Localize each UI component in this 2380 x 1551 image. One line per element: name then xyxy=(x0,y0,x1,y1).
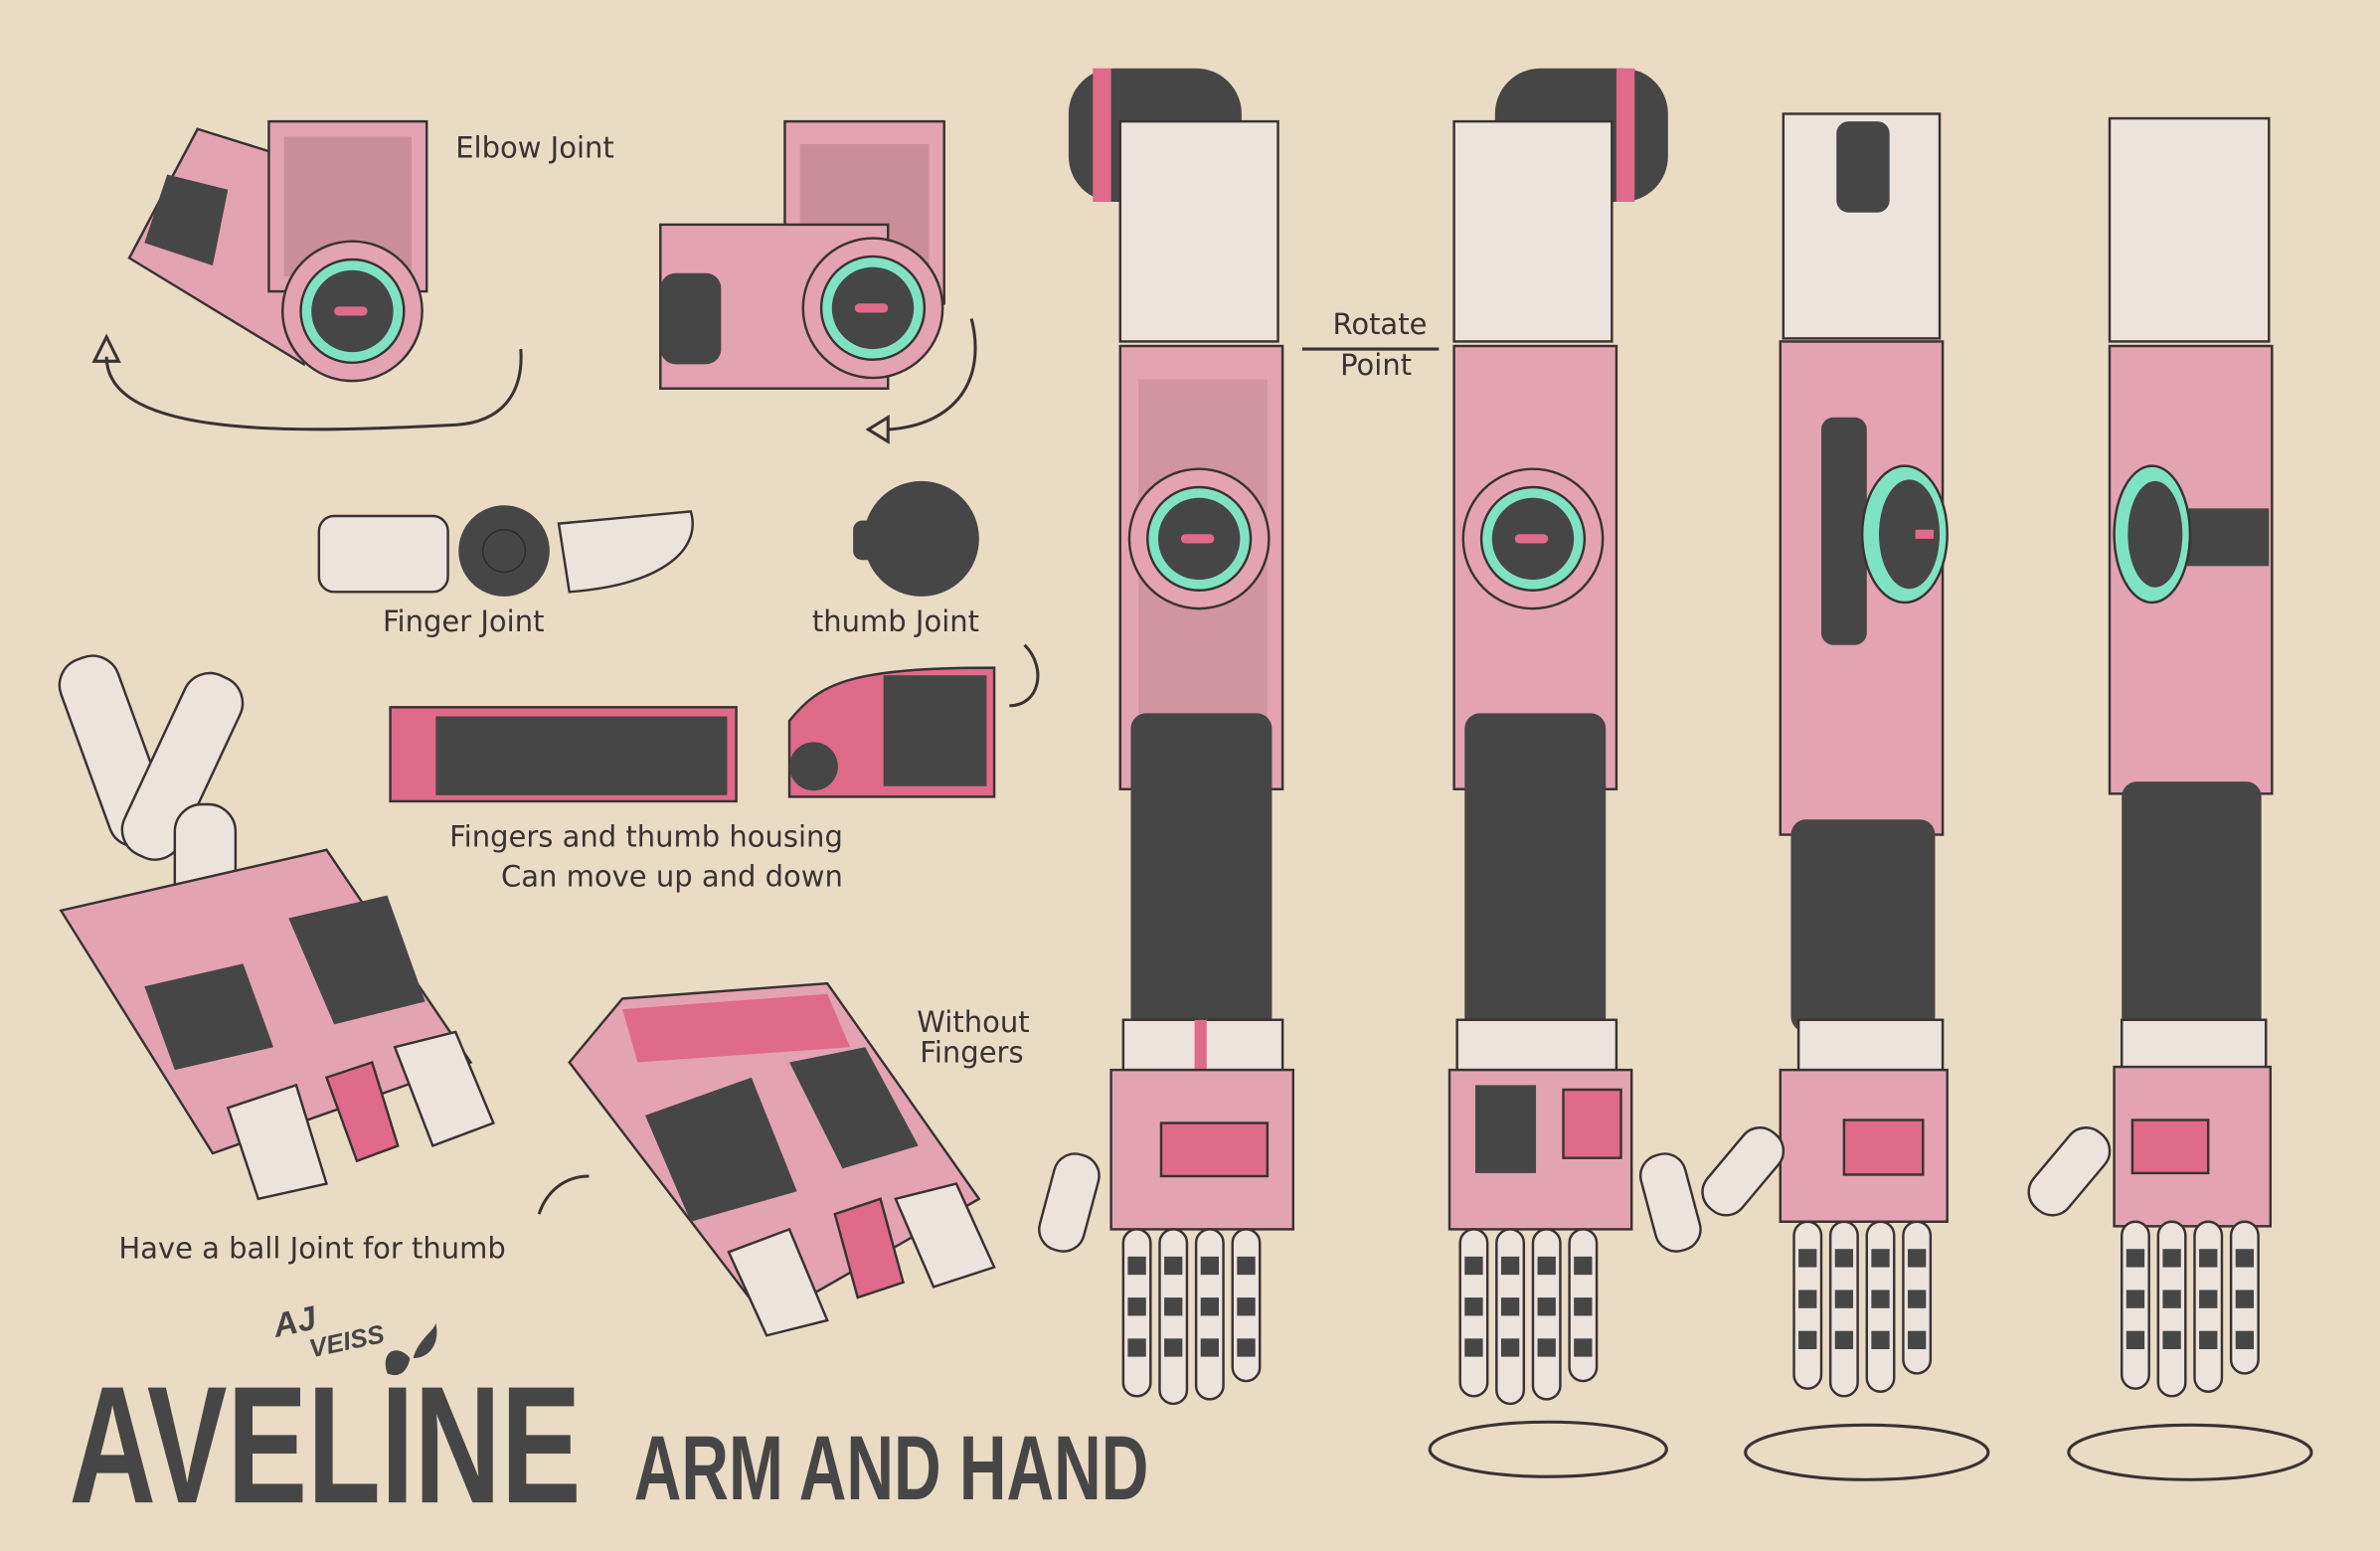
elbow-joint-study-left xyxy=(91,119,523,431)
leaf-logo-icon xyxy=(385,1323,437,1376)
thumb-joint-study xyxy=(853,480,979,597)
arm-view-side-2 xyxy=(2027,116,2313,1481)
without-label: Without xyxy=(917,1005,1029,1039)
housing-label-line2: Can move up and down xyxy=(501,859,843,893)
arrow xyxy=(537,1174,590,1215)
ball-joint-label: Have a ball Joint for thumb xyxy=(118,1231,506,1265)
point-label: Point xyxy=(1340,348,1412,382)
arrow xyxy=(1009,643,1040,708)
finger-joint-label: Finger Joint xyxy=(383,604,545,638)
title-subtitle: ARM AND HAND xyxy=(634,1417,1149,1518)
thumb-joint-label: thumb Joint xyxy=(812,604,979,638)
elbow-joint-label: Elbow Joint xyxy=(455,131,614,165)
housing-label-line1: Fingers and thumb housing xyxy=(449,820,843,854)
fingers-label: Fingers xyxy=(920,1035,1023,1069)
fingers-housing-study xyxy=(389,666,996,803)
arm-view-side xyxy=(1701,112,1990,1481)
arm-view-back xyxy=(1428,68,1702,1478)
rotate-label: Rotate xyxy=(1332,307,1427,341)
hand-with-fingers-drawing xyxy=(58,654,495,1201)
svg-text:AJ: AJ xyxy=(269,1299,321,1345)
elbow-joint-study-right xyxy=(659,119,977,444)
title-aveline: AVELINE xyxy=(70,1353,582,1539)
arm-view-front xyxy=(1038,68,1295,1406)
hand-without-fingers-drawing xyxy=(568,981,996,1337)
finger-joint-study xyxy=(317,505,694,597)
